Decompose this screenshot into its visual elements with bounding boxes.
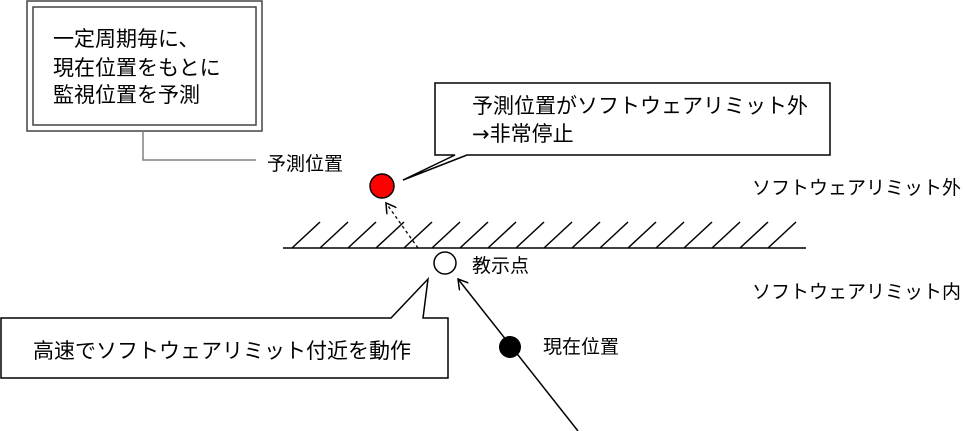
teach-point-label: 教示点 xyxy=(472,255,529,277)
alert-line-1: 予測位置がソフトウェアリミット外 xyxy=(472,94,808,118)
hatch-mark xyxy=(291,221,321,249)
hatch-mark xyxy=(347,221,377,249)
predicted-position-label: 予測位置 xyxy=(267,153,343,175)
predicted-position-point xyxy=(369,173,395,199)
current-position-point xyxy=(499,336,521,358)
hatch-mark xyxy=(739,221,769,249)
hatch-mark xyxy=(431,221,461,249)
soft-limit-boundary xyxy=(283,221,806,249)
current-position-label: 現在位置 xyxy=(543,336,619,358)
hatch-mark xyxy=(487,221,517,249)
motion-path-arrow xyxy=(458,279,579,431)
hatch-mark xyxy=(627,221,657,249)
hatch-mark xyxy=(375,221,405,249)
hatch-mark xyxy=(767,221,797,249)
hatch-mark xyxy=(403,221,433,249)
alert-line-2: →非常停止 xyxy=(472,122,574,146)
hatch-mark xyxy=(319,221,349,249)
note-line-2: 現在位置をもとに xyxy=(53,56,221,80)
hatch-mark xyxy=(655,221,685,249)
hatch-mark xyxy=(571,221,601,249)
teach-point xyxy=(433,251,457,275)
hatch-mark xyxy=(599,221,629,249)
motion-callout: 高速でソフトウェアリミット付近を動作 xyxy=(0,276,449,379)
note-line-3: 監視位置を予測 xyxy=(53,83,200,107)
hatch-mark xyxy=(683,221,713,249)
hatch-mark xyxy=(515,221,545,249)
zone-label-outside: ソフトウェアリミット外 xyxy=(752,177,961,199)
note-line-1: 一定周期毎に、 xyxy=(53,27,199,51)
predicted-direction-arrow xyxy=(386,203,419,249)
alert-callout: 予測位置がソフトウェアリミット外 →非常停止 xyxy=(402,82,831,181)
hatch-mark xyxy=(711,221,741,249)
zone-label-inside: ソフトウェアリミット内 xyxy=(752,281,961,303)
hatch-mark xyxy=(543,221,573,249)
prediction-note-box: 一定周期毎に、 現在位置をもとに 監視位置を予測 xyxy=(26,0,263,132)
note-connector xyxy=(142,131,256,161)
hatch-mark xyxy=(459,221,489,249)
motion-callout-text: 高速でソフトウェアリミット付近を動作 xyxy=(33,339,411,363)
